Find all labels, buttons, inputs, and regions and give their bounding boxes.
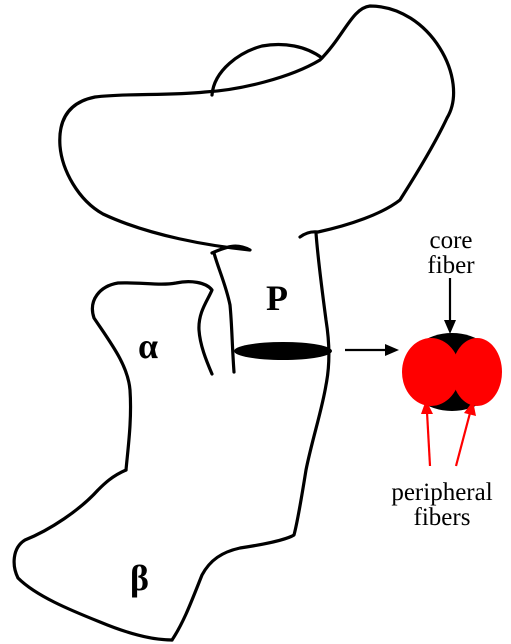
core-fiber-label-line2: fiber [405, 253, 497, 278]
alpha-label: α [138, 328, 158, 364]
cross-section-arrow-head [385, 344, 399, 356]
peripheral-fibers-label: peripheral fibers [372, 480, 511, 530]
beta-lobe-outline [14, 470, 172, 640]
peripheral-arrow-left-line [427, 412, 430, 466]
p-label: P [266, 280, 288, 316]
upper-bump-outline [212, 45, 322, 96]
core-fiber-label-line1: core [405, 228, 497, 253]
core-fiber-arrow-head [444, 320, 456, 334]
beta-label: β [130, 560, 149, 596]
alpha-lobe-outline [92, 282, 212, 470]
stalk-left-outline [214, 253, 234, 372]
peripheral-fibers-label-line2: fibers [372, 505, 511, 530]
peripheral-fiber-right [452, 338, 502, 406]
peripheral-fibers-label-line1: peripheral [372, 480, 511, 505]
peripheral-arrow-right-line [456, 413, 470, 466]
peripheral-fiber-left [402, 338, 460, 406]
stalk-right-outline [172, 233, 329, 640]
cross-section-ellipse [234, 342, 332, 360]
core-fiber-label: core fiber [405, 228, 497, 278]
upper-head-outline [60, 6, 454, 253]
